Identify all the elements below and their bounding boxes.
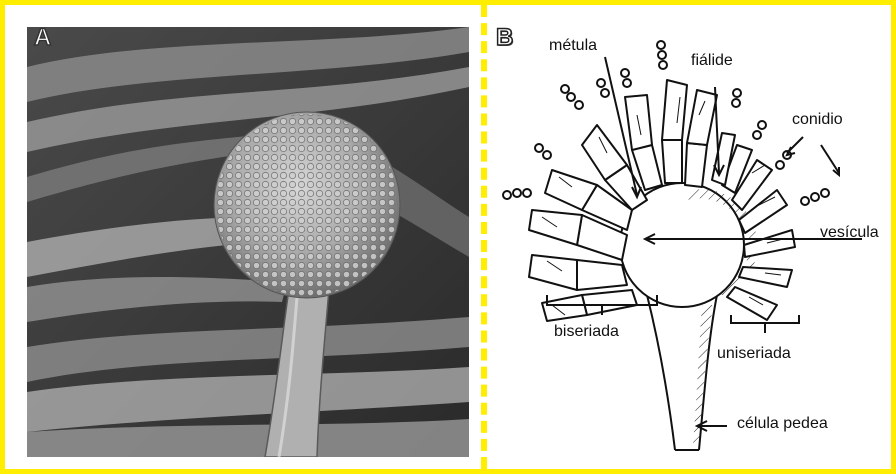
panel-a-letter: A bbox=[34, 24, 51, 52]
label-conidio: conidio bbox=[792, 111, 843, 129]
label-uniseriada: uniseriada bbox=[717, 345, 791, 363]
label-metula: métula bbox=[549, 37, 597, 55]
label-celula-pedea: célula pedea bbox=[737, 415, 828, 433]
label-vesicula: vesícula bbox=[820, 224, 879, 242]
micrograph-image bbox=[27, 27, 469, 457]
label-fialide: fiálide bbox=[691, 52, 733, 70]
schematic-drawing: métula fiálide conidio vesícula biseriad… bbox=[487, 5, 891, 469]
label-biseriada: biseriada bbox=[554, 323, 619, 341]
panel-b-letter: B bbox=[496, 24, 513, 52]
sem-micrograph bbox=[27, 27, 469, 457]
